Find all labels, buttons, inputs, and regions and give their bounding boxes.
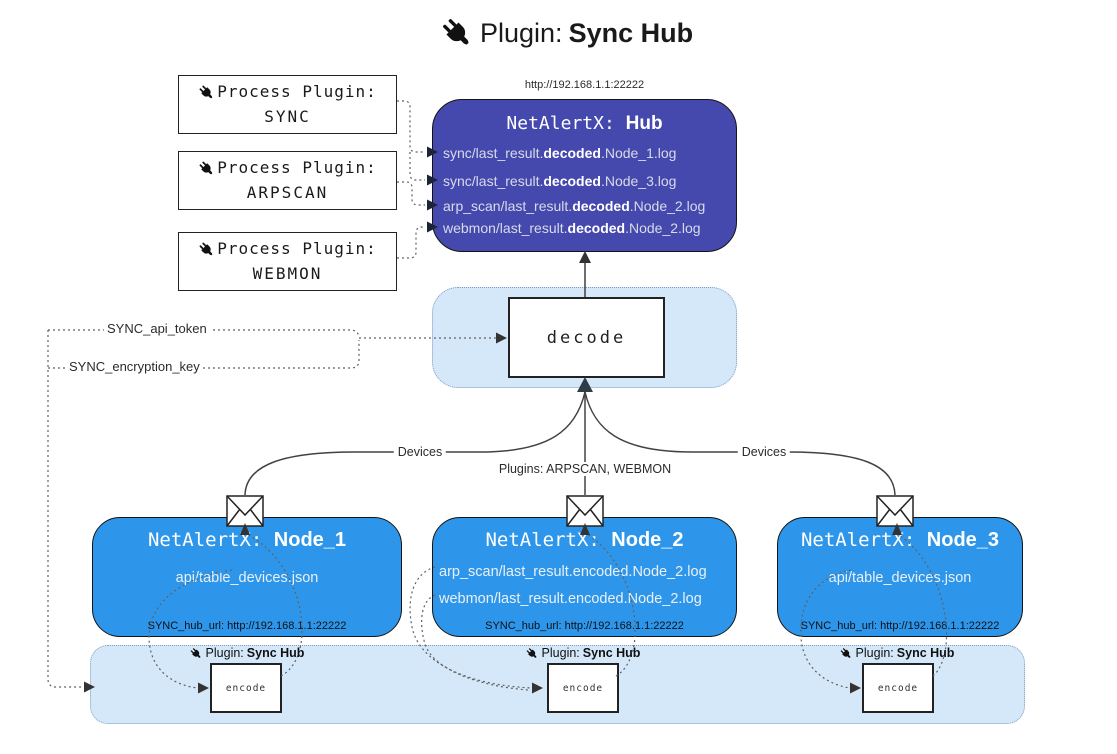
process-plugin-name: WEBMON <box>252 263 323 283</box>
hub-log-line: webmon/last_result.decoded.Node_2.log <box>443 220 701 236</box>
node-title-name: Node_2 <box>611 529 684 551</box>
process-plugin-name: ARPSCAN <box>246 182 329 202</box>
encode-box: encode <box>547 663 619 713</box>
process-plugin-header: Process Plugin: <box>198 80 377 105</box>
hub-url: http://192.168.1.1:22222 <box>524 79 645 91</box>
process-plugin-header: Process Plugin: <box>198 156 377 181</box>
hub-log-line: sync/last_result.decoded.Node_3.log <box>443 173 677 189</box>
hub-log-line: arp_scan/last_result.decoded.Node_2.log <box>443 198 706 214</box>
node-hub-url: SYNC_hub_url: http://192.168.1.1:22222 <box>800 620 1000 632</box>
encode-box: encode <box>862 663 934 713</box>
process-plugin-box-webmon: Process Plugin: WEBMON <box>178 232 397 291</box>
node-box-node1: NetAlertX: Node_1 api/table_devices.json… <box>92 517 402 637</box>
hub-title: NetAlertX: Hub <box>433 113 736 135</box>
process-plugin-box-sync: Process Plugin: SYNC <box>178 75 397 134</box>
node-title-name: Node_1 <box>273 529 347 551</box>
node-title-name: Node_3 <box>926 529 1000 551</box>
node-file-line: api/table_devices.json <box>175 570 319 586</box>
node-title-prefix: NetAlertX: <box>147 529 274 551</box>
decode-box: decode <box>508 297 665 378</box>
process-plugin-label: Process Plugin: <box>217 157 377 177</box>
node-title-prefix: NetAlertX: <box>800 529 927 551</box>
node-file-line: arp_scan/last_result.encoded.Node_2.log <box>439 564 707 580</box>
process-plugin-label: Process Plugin: <box>217 81 377 101</box>
encode-box: encode <box>210 663 282 713</box>
hub-title-name: Hub <box>625 113 663 134</box>
node-title-prefix: NetAlertX: <box>485 529 612 551</box>
plug-icon <box>198 160 215 177</box>
node-box-node2: NetAlertX: Node_2 arp_scan/last_result.e… <box>432 517 737 637</box>
process-plugin-header: Process Plugin: <box>198 237 377 262</box>
node-file-line: api/table_devices.json <box>828 570 972 586</box>
hub-box: NetAlertX: Hub sync/last_result.decoded.… <box>432 99 737 252</box>
process-plugin-label: Process Plugin: <box>217 238 377 258</box>
node-hub-url: SYNC_hub_url: http://192.168.1.1:22222 <box>147 620 347 632</box>
hub-title-prefix: NetAlertX: <box>506 113 626 134</box>
plug-icon <box>198 84 215 101</box>
node-file-line: webmon/last_result.encoded.Node_2.log <box>439 591 702 607</box>
node-hub-url: SYNC_hub_url: http://192.168.1.1:22222 <box>485 620 684 632</box>
hub-log-line: sync/last_result.decoded.Node_1.log <box>443 145 677 161</box>
plug-icon <box>198 241 215 258</box>
process-plugin-box-arpscan: Process Plugin: ARPSCAN <box>178 151 397 210</box>
node-box-node3: NetAlertX: Node_3 api/table_devices.json… <box>777 517 1023 637</box>
process-plugin-name: SYNC <box>264 106 311 126</box>
